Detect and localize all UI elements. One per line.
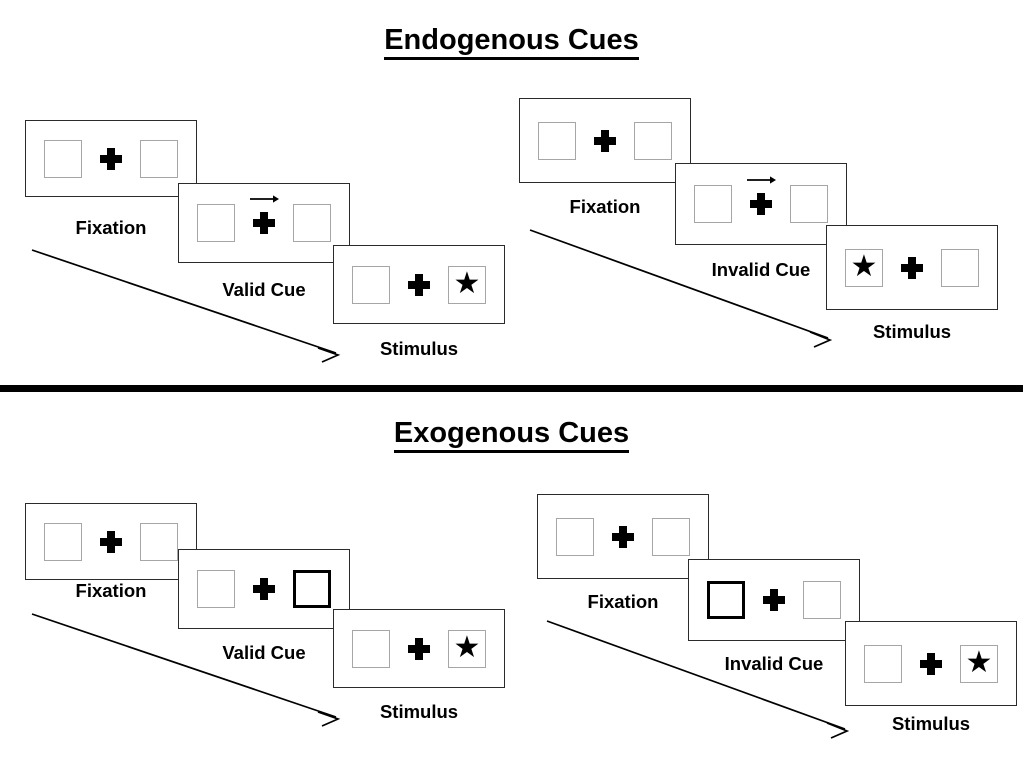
star-icon: ★ xyxy=(453,266,481,300)
right-box xyxy=(293,204,331,242)
left-box xyxy=(44,522,82,561)
left-box xyxy=(864,644,902,683)
right-box-with-target: ★ xyxy=(960,644,998,683)
left-box-with-target: ★ xyxy=(845,248,883,287)
star-icon: ★ xyxy=(850,249,878,283)
left-box xyxy=(556,517,594,556)
fixation-cross-icon xyxy=(250,195,279,234)
panel-label-endogenous-valid-cue: Valid Cue xyxy=(222,279,306,300)
right-box xyxy=(140,139,178,178)
left-box xyxy=(694,185,732,223)
fixation-cross-icon xyxy=(594,129,616,152)
right-box xyxy=(140,522,178,561)
panel-label-endogenous-invalid-fixation: Fixation xyxy=(569,196,641,217)
right-box xyxy=(803,581,841,619)
left-box xyxy=(197,204,235,242)
panel-label-endogenous-invalid-cue: Invalid Cue xyxy=(711,259,811,280)
section-title-exogenous-text: Exogenous Cues xyxy=(393,417,630,453)
panel-label-exogenous-invalid-fixation: Fixation xyxy=(587,591,659,612)
fixation-cross-icon xyxy=(100,530,122,553)
panel-endogenous-valid-fixation xyxy=(25,120,197,197)
panel-exogenous-valid-fixation xyxy=(25,503,197,580)
right-box xyxy=(790,185,828,223)
right-box-with-target: ★ xyxy=(448,629,486,668)
section-title-exogenous: Exogenous Cues xyxy=(0,417,1023,453)
fixation-cross-icon xyxy=(408,637,430,660)
fixation-cross-icon xyxy=(253,578,275,600)
right-box-with-target: ★ xyxy=(448,265,486,304)
panel-label-exogenous-invalid-stimulus: Stimulus xyxy=(891,713,971,734)
left-box xyxy=(197,570,235,608)
panel-exogenous-valid-stimulus: ★ xyxy=(333,609,505,688)
left-box-cued xyxy=(707,581,745,619)
time-arrow-exogenous-valid xyxy=(31,613,341,727)
section-divider xyxy=(0,385,1023,392)
arrow-right-icon xyxy=(250,195,279,203)
panel-label-endogenous-valid-fixation: Fixation xyxy=(75,217,147,238)
panel-endogenous-valid-stimulus: ★ xyxy=(333,245,505,324)
right-box xyxy=(652,517,690,556)
panel-label-exogenous-valid-stimulus: Stimulus xyxy=(379,701,459,722)
fixation-cross-icon xyxy=(763,589,785,611)
star-icon: ★ xyxy=(965,645,993,679)
panel-label-exogenous-valid-cue: Valid Cue xyxy=(222,642,306,663)
panel-label-endogenous-valid-stimulus: Stimulus xyxy=(379,338,459,359)
right-box-cued xyxy=(293,570,331,608)
right-box xyxy=(634,121,672,160)
panel-endogenous-invalid-fixation xyxy=(519,98,691,183)
fixation-cross-icon xyxy=(100,147,122,170)
panel-exogenous-invalid-cue xyxy=(688,559,860,641)
fixation-cross-icon xyxy=(612,525,634,548)
time-arrow-endogenous-invalid xyxy=(529,229,833,348)
left-box xyxy=(352,265,390,304)
star-icon: ★ xyxy=(453,630,481,664)
panel-label-exogenous-invalid-cue: Invalid Cue xyxy=(724,653,824,674)
arrow-right-icon xyxy=(747,176,776,184)
fixation-cross-icon xyxy=(901,256,923,279)
panel-exogenous-invalid-fixation xyxy=(537,494,709,579)
time-arrow-endogenous-valid xyxy=(31,249,341,363)
fixation-cross-icon xyxy=(920,652,942,675)
right-box xyxy=(941,248,979,287)
section-title-endogenous-text: Endogenous Cues xyxy=(384,24,639,60)
fixation-cross-icon xyxy=(747,176,776,215)
panel-exogenous-invalid-stimulus: ★ xyxy=(845,621,1017,706)
panel-endogenous-invalid-cue xyxy=(675,163,847,245)
section-title-endogenous: Endogenous Cues xyxy=(0,24,1023,60)
panel-label-exogenous-valid-fixation: Fixation xyxy=(75,580,147,601)
left-box xyxy=(538,121,576,160)
panel-label-endogenous-invalid-stimulus: Stimulus xyxy=(872,321,952,342)
fixation-cross-icon xyxy=(408,273,430,296)
panel-endogenous-invalid-stimulus: ★ xyxy=(826,225,998,310)
left-box xyxy=(44,139,82,178)
left-box xyxy=(352,629,390,668)
panel-exogenous-valid-cue xyxy=(178,549,350,629)
panel-endogenous-valid-cue xyxy=(178,183,350,263)
time-arrow-exogenous-invalid xyxy=(546,620,850,739)
